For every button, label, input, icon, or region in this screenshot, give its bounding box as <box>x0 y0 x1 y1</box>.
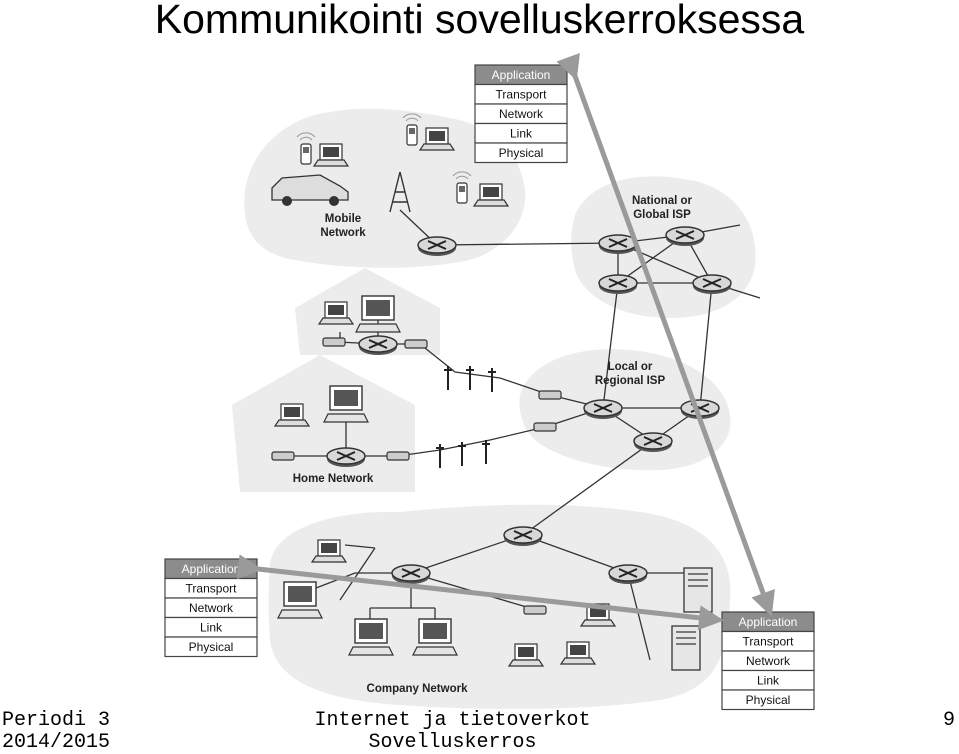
stack-layer-transport: Transport <box>743 635 795 649</box>
router-home-2 <box>326 447 366 468</box>
desktop-icon <box>355 295 401 333</box>
modem-icon <box>386 451 410 461</box>
stack-layer-application: Application <box>739 615 798 629</box>
footer-topic: Sovelluskerros <box>368 731 537 754</box>
stack-layer-application: Application <box>492 68 551 82</box>
stack-layer-network: Network <box>499 107 544 121</box>
router-company-2 <box>608 564 648 585</box>
wireless-base-icon <box>523 605 547 615</box>
router-local-3 <box>633 432 673 453</box>
company-network-cloud <box>268 504 731 709</box>
stack-layer-link: Link <box>757 674 780 688</box>
utility-pole-icon <box>435 443 445 469</box>
slide-title: Kommunikointi sovelluskerroksessa <box>154 0 805 42</box>
modem-icon <box>538 390 562 400</box>
router-isp-3 <box>598 274 638 295</box>
mobile-network-cloud <box>244 108 526 268</box>
car-icon <box>271 174 349 206</box>
label-local-isp: Local or <box>608 361 653 373</box>
stack-layer-physical: Physical <box>189 640 234 654</box>
application-arrow-top-right <box>556 52 775 617</box>
label-home-network: Home Network <box>293 473 374 485</box>
server-icon <box>671 625 701 671</box>
utility-pole-icon <box>481 439 491 465</box>
router-isp-4 <box>692 274 732 295</box>
footer-course: Internet ja tietoverkot <box>314 709 591 732</box>
home-network-house-2 <box>232 355 415 492</box>
label-national-isp-2: Global ISP <box>633 209 691 221</box>
desktop-icon <box>348 618 394 656</box>
label-mobile-network-2: Network <box>320 227 366 239</box>
stack-layer-box <box>164 636 258 658</box>
utility-pole-icon <box>487 367 497 393</box>
label-national-isp: National or <box>632 195 693 207</box>
desktop-icon <box>412 618 458 656</box>
modem-icon <box>271 451 295 461</box>
modem-icon <box>533 422 557 432</box>
utility-pole-icon <box>443 365 453 391</box>
utility-pole-icon <box>465 365 475 391</box>
stack-layer-physical: Physical <box>746 693 791 707</box>
stack-layer-link: Link <box>200 621 223 635</box>
stack-layer-link: Link <box>510 127 533 141</box>
cell-tower-icon <box>389 171 411 213</box>
footer-year: 2014/2015 <box>2 731 111 754</box>
modem-icon <box>322 337 346 347</box>
stack-layer-transport: Transport <box>496 88 548 102</box>
desktop-icon <box>277 581 323 619</box>
footer-center: Internet ja tietoverkot Sovelluskerros <box>300 710 605 754</box>
router-company-core <box>503 526 543 547</box>
router-isp-2 <box>665 226 705 247</box>
label-mobile-network: Mobile <box>325 213 361 225</box>
stack-layer-physical: Physical <box>499 146 544 160</box>
desktop-icon <box>323 385 369 423</box>
application-arrow-left-right <box>236 554 724 631</box>
stack-layer-transport: Transport <box>186 582 238 596</box>
stack-layer-network: Network <box>189 601 234 615</box>
stack-layer-network: Network <box>746 654 791 668</box>
router-local-1 <box>583 399 623 420</box>
router-company-1 <box>391 564 431 585</box>
stack-layer-application: Application <box>182 562 241 576</box>
label-local-isp-2: Regional ISP <box>595 375 666 387</box>
utility-pole-icon <box>457 441 467 467</box>
footer-periodi: Periodi 3 <box>2 709 111 732</box>
label-company-network: Company Network <box>367 683 469 695</box>
router-mobile <box>417 236 457 257</box>
page-number: 9 <box>942 709 955 732</box>
footer-left: Periodi 3 2014/2015 <box>2 710 110 754</box>
server-icon <box>683 567 713 613</box>
router-home-1 <box>358 335 398 356</box>
stack-layer-box <box>721 689 815 711</box>
modem-icon <box>404 339 428 349</box>
